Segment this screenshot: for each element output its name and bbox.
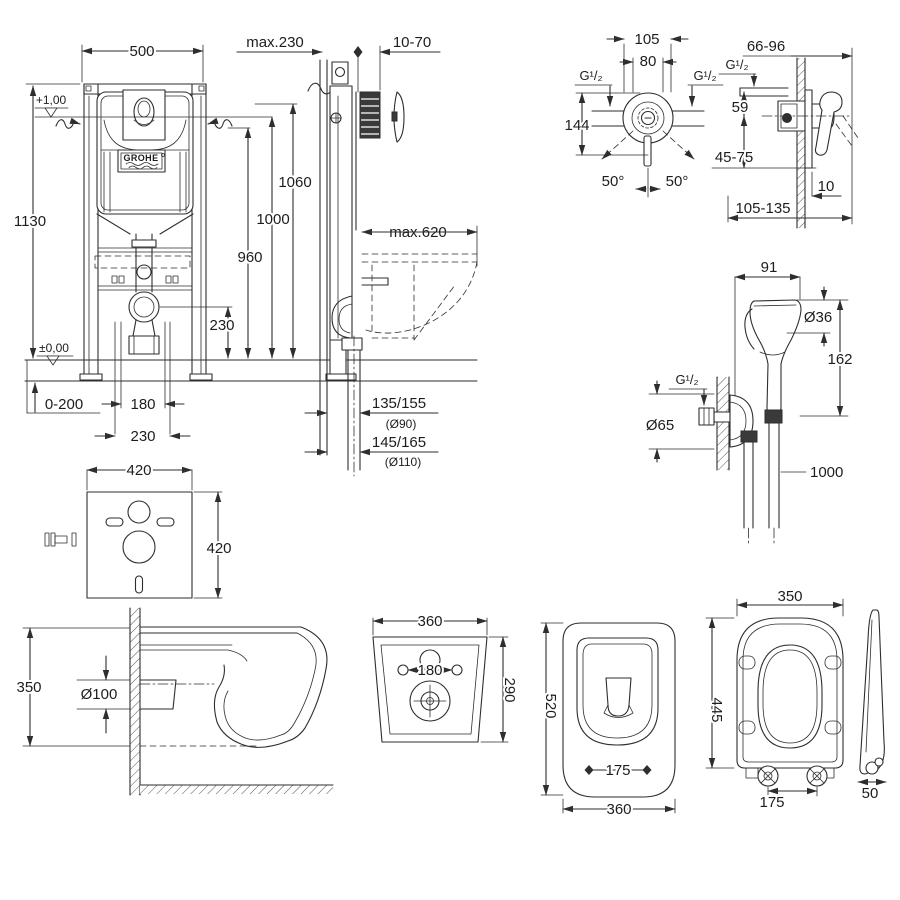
dim-frame-width: 500 [129, 43, 154, 60]
dim-bowl-height: 350 [16, 679, 41, 696]
dim-rosette-dia: Ø65 [646, 417, 674, 434]
dim-plate-depth: 10-70 [393, 34, 431, 51]
dim-floor-buildup: 0-200 [45, 396, 83, 413]
level-plus-label: +1,00 [36, 93, 67, 107]
dim-lower-offset: 45-75 [715, 149, 753, 166]
dim-seat-thickness: 50 [862, 785, 879, 802]
mixer-lever-side [814, 91, 843, 156]
dim-head-dia: Ø36 [804, 309, 832, 326]
floor-lines [24, 359, 478, 414]
sound-insulation-pad-view: 420 420 [44, 460, 234, 599]
water-inlet-arrow-right [207, 117, 233, 129]
frame-front-view: GROHE [12, 41, 314, 447]
dim-hose-length: 1000 [810, 464, 843, 481]
dim-thread-left: G¹/₂ [579, 68, 602, 83]
dim-wall-depth-max: max.230 [246, 34, 304, 51]
grohe-logo: GROHE [117, 149, 166, 173]
bowl-top-view: 520 175 360 [540, 622, 676, 820]
mixer-front-view: 50° 50° 105 80 144 G¹/₂ G¹/₂ [562, 29, 724, 198]
mixer-side-view: 66-96 G¹/₂ 59 45-75 10 105-135 [711, 36, 859, 229]
dim-angle-left: 50° [602, 173, 625, 190]
dim-seat-width: 350 [777, 588, 802, 605]
brand-label: GROHE [123, 153, 158, 163]
dim-1060: 1060 [278, 174, 311, 191]
dim-outlet-dia: Ø100 [81, 686, 118, 703]
dim-drain-b-dia: (Ø110) [385, 455, 421, 469]
dim-thread-side: G¹/₂ [725, 57, 748, 72]
dim-outlet-height: 230 [209, 317, 234, 334]
dim-drain-b: 145/165 [372, 434, 426, 451]
frame-side-view: max.230 10-70 max.620 135/155 (Ø90) 145/… [236, 32, 478, 477]
hand-shower-view: 91 Ø36 162 G¹/₂ [644, 257, 855, 547]
bowl-side-view: 350 Ø100 [14, 607, 334, 796]
seat-hinges [757, 765, 828, 787]
dim-drain-offset-230: 230 [130, 428, 155, 445]
level-zero-label: ±0,00 [39, 341, 69, 355]
bowl-outline-dashed [361, 253, 478, 341]
mixer-lever-front [643, 135, 652, 167]
dim-angle-right: 50° [666, 173, 689, 190]
dim-drain-a: 135/155 [372, 395, 426, 412]
seat-view: 350 445 175 50 [705, 586, 887, 813]
dim-960: 960 [237, 249, 262, 266]
dim-head-offset: 91 [761, 259, 778, 276]
water-inlet-arrow-left [55, 117, 81, 129]
dim-mixer-width-inner: 80 [640, 53, 657, 70]
dim-top-length: 520 [542, 693, 559, 718]
dim-frame-height: 1130 [14, 213, 46, 230]
dim-seat-hinge-spacing: 175 [759, 794, 784, 811]
dim-pad-width: 420 [126, 462, 151, 479]
dim-inlet-offset: 59 [732, 99, 749, 116]
dim-back-height: 290 [501, 677, 518, 702]
dim-mixer-height: 144 [564, 117, 589, 134]
dim-pad-height: 420 [206, 540, 231, 557]
dim-seat-depth: 445 [708, 697, 725, 722]
dim-total-depth: 105-135 [735, 200, 790, 217]
dim-1000: 1000 [256, 211, 289, 228]
fixing-screw-icon [44, 532, 77, 547]
dim-back-width: 360 [417, 613, 442, 630]
dim-knob-depth: 66-96 [747, 38, 785, 55]
dim-drain-offset-180: 180 [130, 396, 155, 413]
dim-drain-a-dia: (Ø90) [386, 417, 417, 431]
flush-plate-profile [393, 91, 405, 143]
dim-thread-right: G¹/₂ [693, 68, 716, 83]
dim-top-width: 360 [606, 801, 631, 818]
dim-mixer-width-outer: 105 [634, 31, 659, 48]
dim-plate-thickness: 10 [818, 178, 835, 195]
dim-head-height: 162 [827, 351, 852, 368]
dim-shower-thread: G¹/₂ [675, 372, 698, 387]
dim-back-hole-spacing: 180 [417, 662, 442, 679]
bowl-back-view: 180 360 290 [372, 611, 520, 743]
dim-top-hole-spacing: 175 [605, 762, 630, 779]
